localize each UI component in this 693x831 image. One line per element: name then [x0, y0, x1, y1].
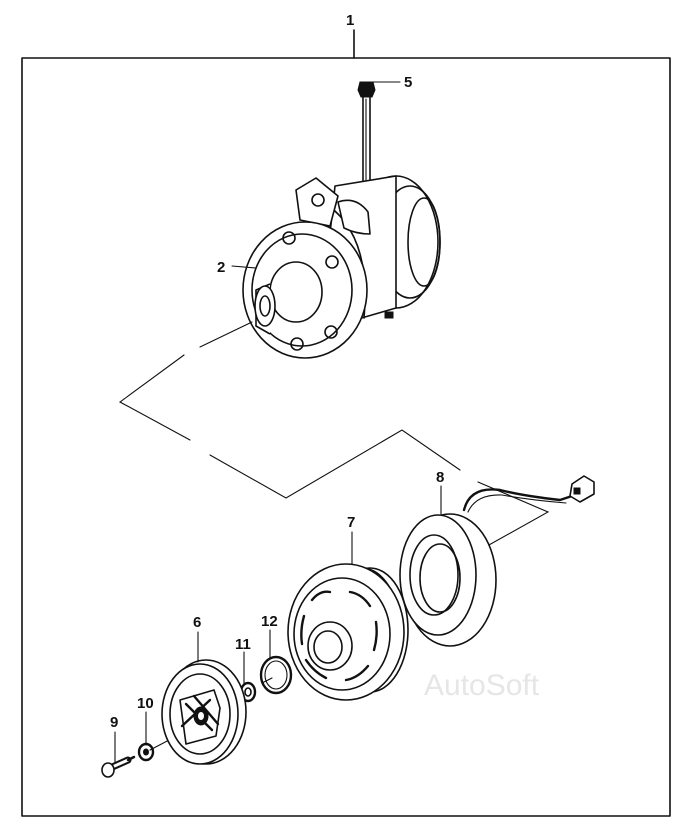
- pulley-part-7: [287, 563, 409, 701]
- callout-11: 11: [235, 636, 251, 653]
- callout-10: 10: [137, 695, 154, 712]
- bolt-part-9: [101, 755, 136, 778]
- callout-leaders: [114, 81, 442, 763]
- callout-9: 9: [110, 714, 118, 731]
- callout-6: 6: [193, 614, 201, 631]
- assembly-frame: [21, 29, 671, 817]
- callout-1: 1: [346, 12, 354, 29]
- clutch-plate-part-6: [161, 659, 247, 765]
- callout-5: 5: [404, 74, 412, 91]
- callout-2: 2: [217, 259, 225, 276]
- callout-labels: 1 2 5 6 7 8 9 10 11 12: [110, 12, 444, 731]
- washer-part-10: [137, 742, 155, 762]
- callout-7: 7: [347, 514, 355, 531]
- watermark: AutoSoft: [424, 669, 540, 702]
- field-coil-part-8: [399, 475, 595, 647]
- compressor-body-part-2: [242, 175, 441, 359]
- snap-ring-part-12: [259, 655, 293, 695]
- callout-12: 12: [261, 613, 278, 630]
- callout-8: 8: [436, 469, 444, 486]
